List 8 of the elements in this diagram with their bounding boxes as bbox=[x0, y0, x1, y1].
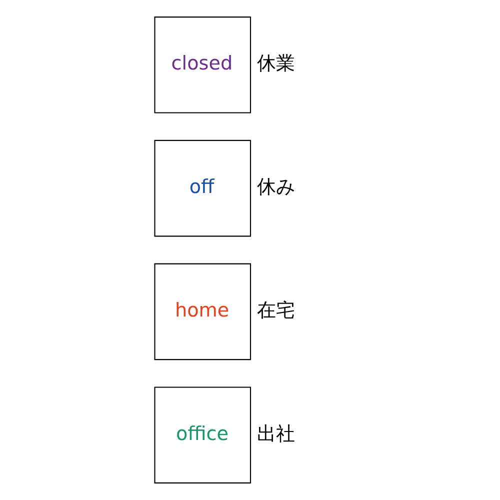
node-label: 在宅 bbox=[256, 298, 294, 322]
node-label: 出社 bbox=[256, 422, 294, 445]
node-label: 休み bbox=[256, 174, 294, 198]
node-label: 休業 bbox=[256, 52, 294, 75]
node-box: off bbox=[154, 140, 251, 237]
node-box: office bbox=[154, 386, 251, 484]
node-box: home bbox=[154, 263, 251, 360]
node-box: closed bbox=[154, 16, 251, 114]
